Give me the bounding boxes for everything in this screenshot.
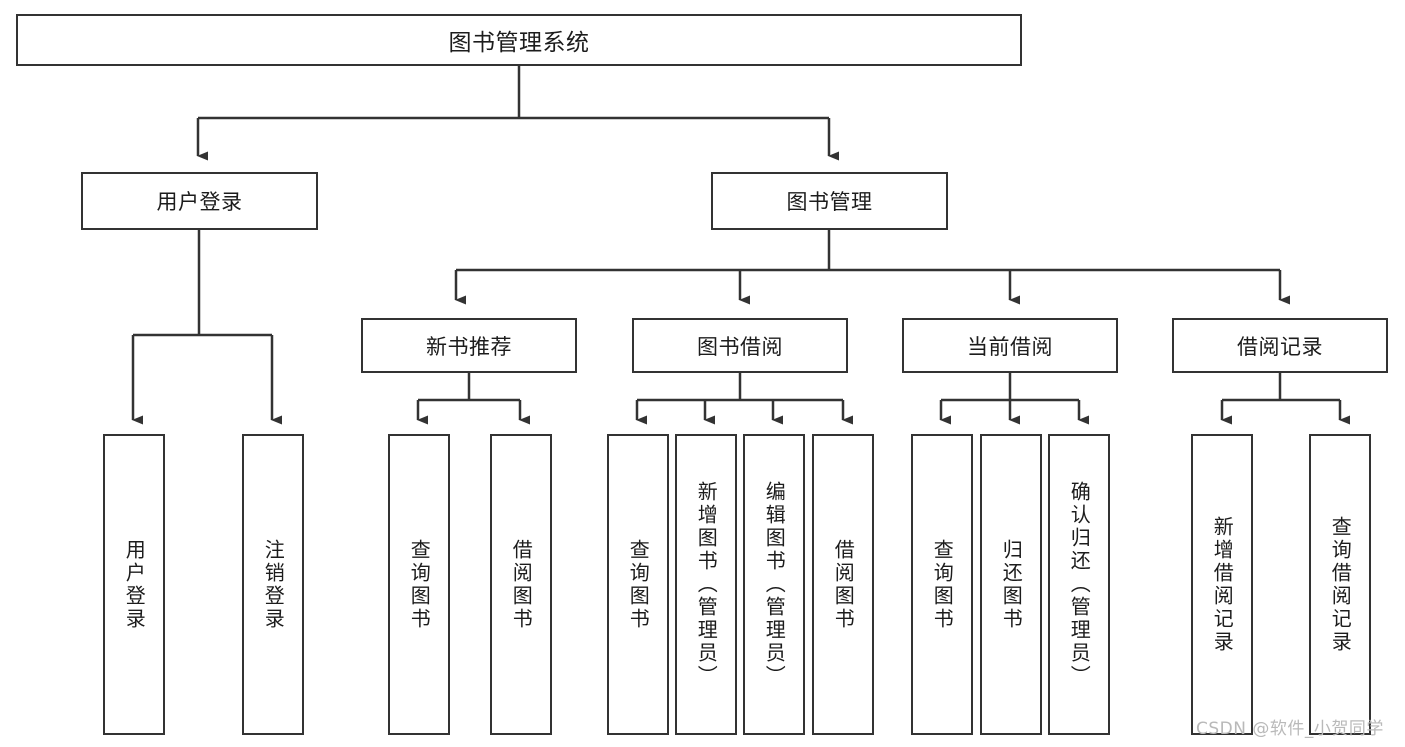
leaf-current-borrow-return-book[interactable]: 归还图书	[980, 434, 1042, 735]
node-book-management[interactable]: 图书管理	[711, 172, 948, 230]
node-root-book-management-system[interactable]: 图书管理系统	[16, 14, 1022, 66]
node-label: 新增借阅记录	[1210, 515, 1235, 654]
leaf-new-book-query-book[interactable]: 查询图书	[388, 434, 450, 735]
node-label: 图书借阅	[697, 334, 783, 359]
leaf-borrow-record-add-record[interactable]: 新增借阅记录	[1191, 434, 1253, 735]
node-label: 借阅记录	[1237, 334, 1323, 359]
leaf-book-borrow-edit-book-admin[interactable]: 编辑图书（管理员）	[743, 434, 805, 735]
node-label: 图书管理	[786, 190, 873, 214]
node-label: 查询图书	[626, 538, 651, 631]
node-label: 当前借阅	[967, 334, 1053, 359]
leaf-borrow-record-query-record[interactable]: 查询借阅记录	[1309, 434, 1371, 735]
leaf-current-borrow-query-book[interactable]: 查询图书	[911, 434, 973, 735]
node-label: 查询图书	[407, 538, 432, 631]
node-label: 查询图书	[930, 538, 955, 631]
node-label: 确认归还（管理员）	[1067, 481, 1092, 688]
node-label: 查询借阅记录	[1328, 515, 1353, 654]
node-user-login[interactable]: 用户登录	[81, 172, 318, 230]
node-label: 借阅图书	[509, 538, 534, 631]
leaf-book-borrow-borrow-book[interactable]: 借阅图书	[812, 434, 874, 735]
node-label: 新增图书（管理员）	[694, 481, 719, 688]
leaf-user-login-logout[interactable]: 注销登录	[242, 434, 304, 735]
leaf-new-book-borrow-book[interactable]: 借阅图书	[490, 434, 552, 735]
node-current-borrow[interactable]: 当前借阅	[902, 318, 1118, 373]
leaf-user-login-login[interactable]: 用户登录	[103, 434, 165, 735]
node-label: 用户登录	[156, 190, 243, 214]
node-label: 借阅图书	[831, 538, 856, 631]
node-borrow-record[interactable]: 借阅记录	[1172, 318, 1388, 373]
node-label: 归还图书	[999, 538, 1024, 631]
node-label: 新书推荐	[426, 334, 512, 359]
node-label: 编辑图书（管理员）	[762, 481, 787, 688]
node-label: 注销登录	[261, 538, 286, 631]
leaf-book-borrow-query-book[interactable]: 查询图书	[607, 434, 669, 735]
node-new-book-recommend[interactable]: 新书推荐	[361, 318, 577, 373]
node-label: 用户登录	[122, 538, 147, 631]
leaf-book-borrow-add-book-admin[interactable]: 新增图书（管理员）	[675, 434, 737, 735]
node-book-borrow[interactable]: 图书借阅	[632, 318, 848, 373]
node-label: 图书管理系统	[448, 30, 590, 56]
leaf-current-borrow-confirm-return-admin[interactable]: 确认归还（管理员）	[1048, 434, 1110, 735]
